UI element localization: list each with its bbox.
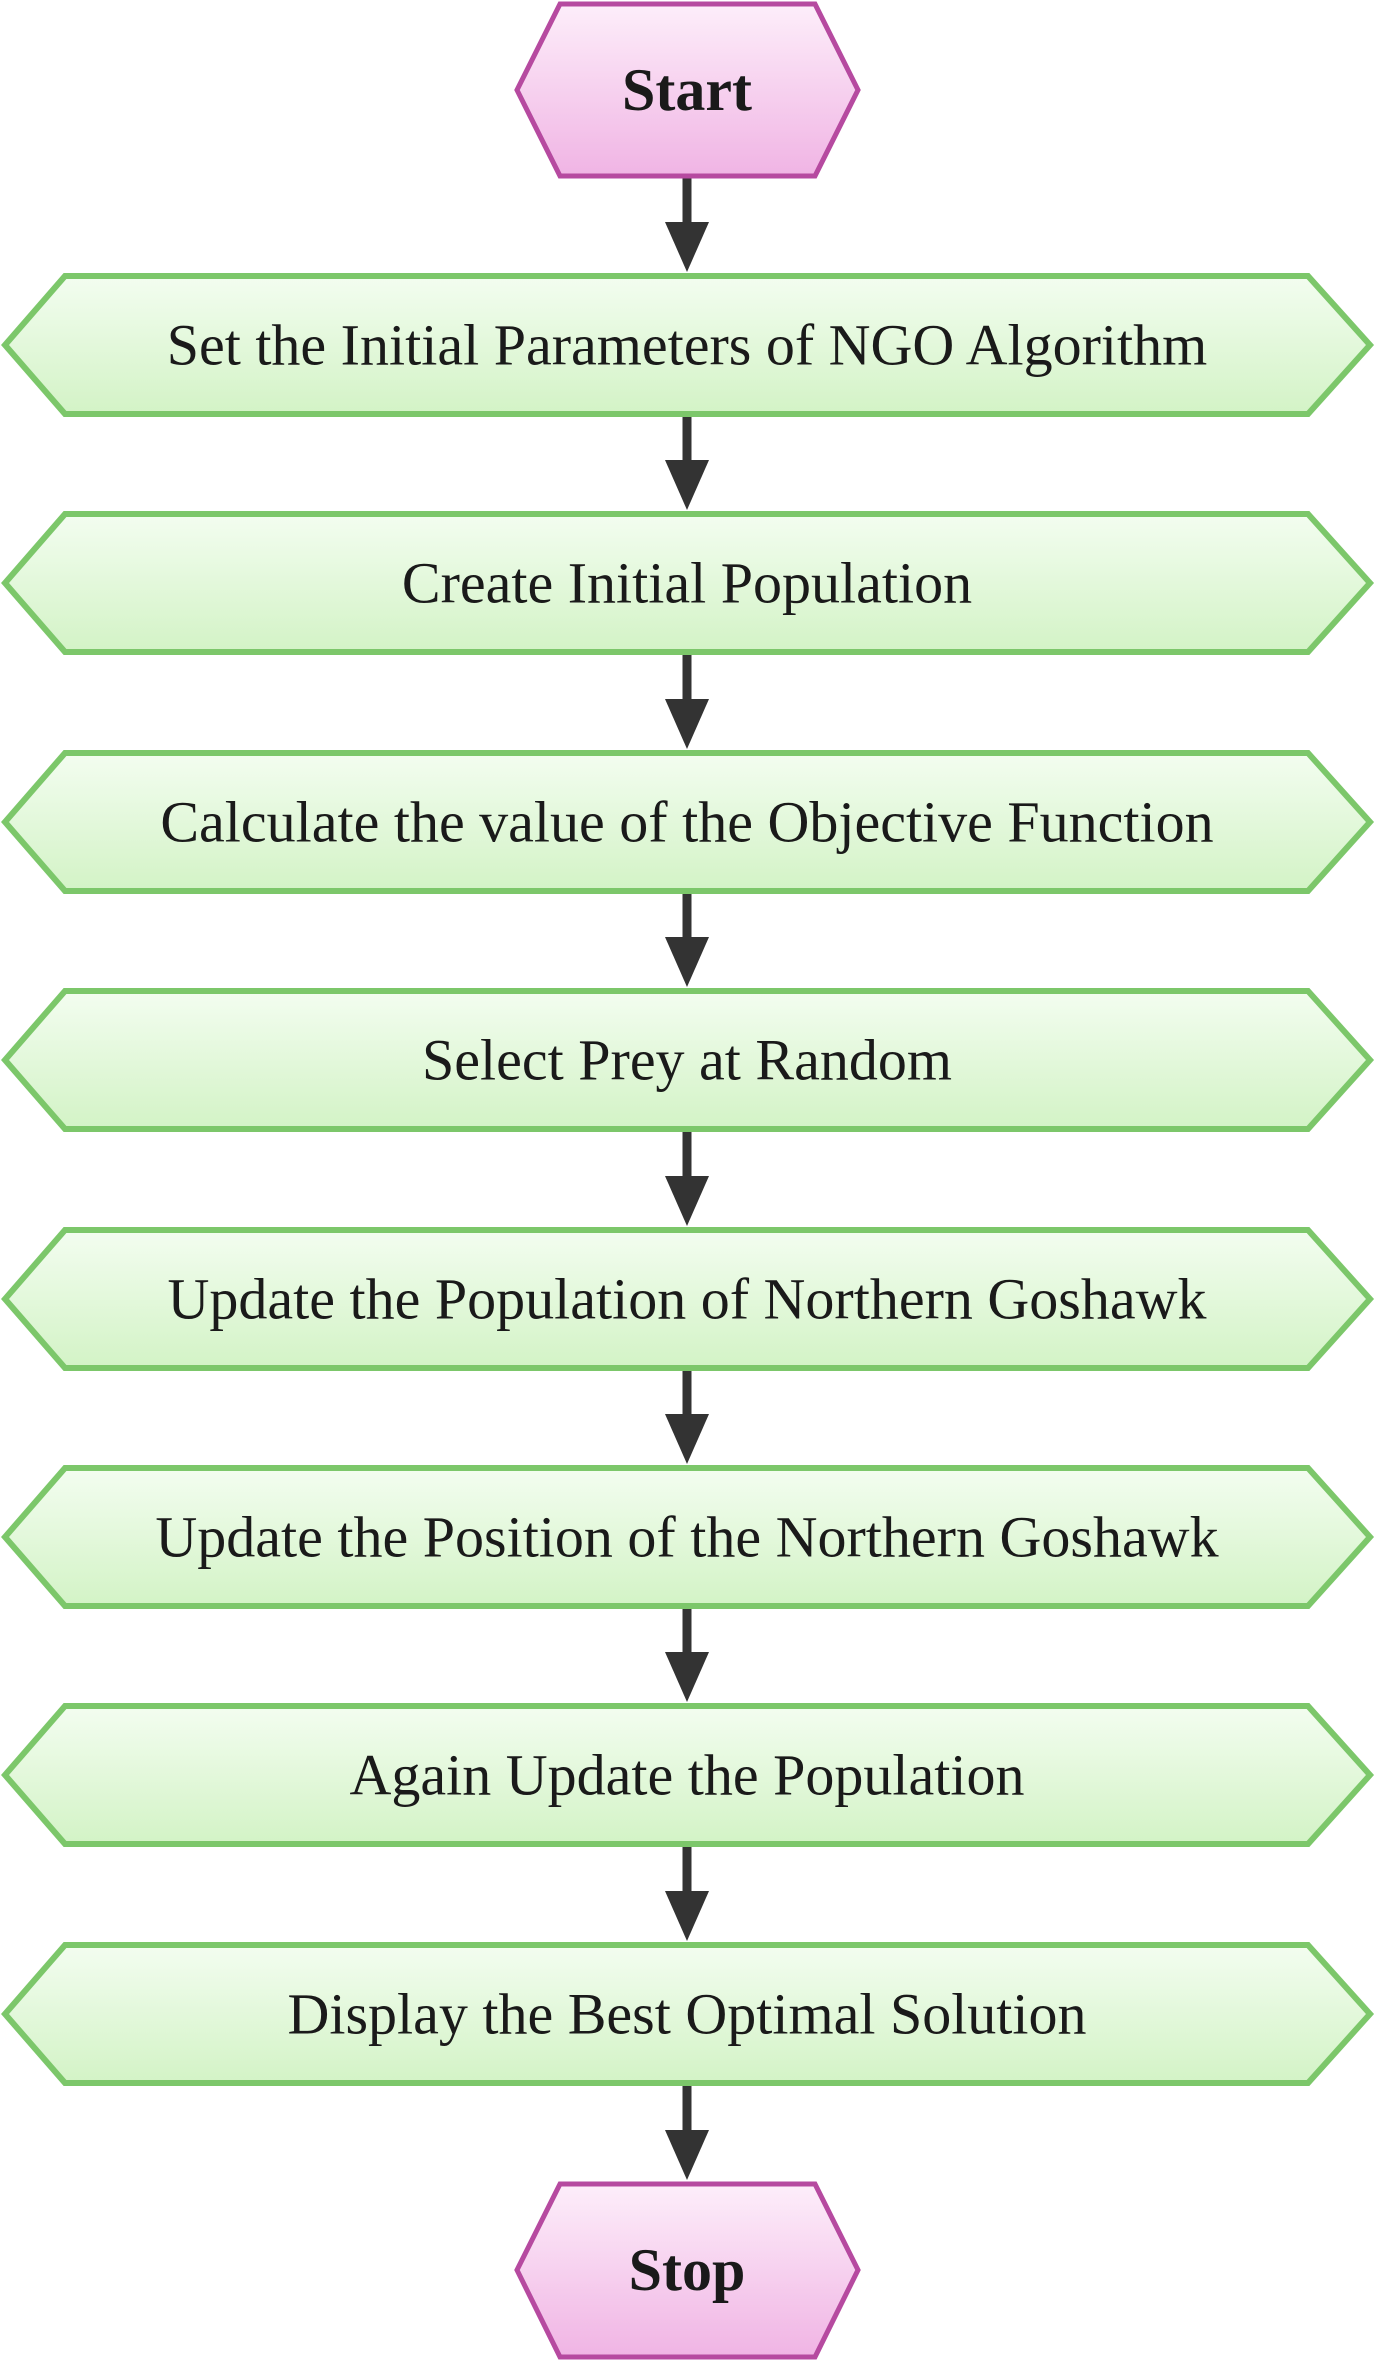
start-node: Start [514,1,861,179]
connectors [665,176,709,2180]
process-step-8: Display the Best Optimal Solution [1,1942,1375,2086]
process-step-3-label: Calculate the value of the Objective Fun… [160,790,1213,855]
process-step-6-label: Update the Position of the Northern Gosh… [155,1505,1218,1570]
process-step-4-shape [1,988,1375,1132]
process-step-3-shape [1,750,1375,894]
process-step-5: Update the Population of Northern Goshaw… [1,1227,1375,1371]
process-step-6-shape [1,1465,1375,1609]
arrow-step-7-to-step-8 [665,1844,709,1941]
process-step-5-shape [1,1227,1375,1371]
process-step-1-shape [1,273,1375,417]
process-step-1: Set the Initial Parameters of NGO Algori… [1,273,1375,417]
process-step-2: Create Initial Population [1,511,1375,655]
arrow-step-5-to-step-6 [665,1368,709,1464]
stop-node-shape [514,2181,861,2360]
arrow-step-2-to-step-3 [665,652,709,749]
process-step-6: Update the Position of the Northern Gosh… [1,1465,1375,1609]
process-step-1-label: Set the Initial Parameters of NGO Algori… [167,313,1208,378]
stop-node-label: Stop [629,2237,746,2303]
process-step-7-shape [1,1703,1375,1847]
process-step-8-shape [1,1942,1375,2086]
arrow-step-8-to-stop [665,2083,709,2180]
start-node-shape [514,1,861,179]
process-step-7-label: Again Update the Population [350,1743,1025,1808]
arrow-step-1-to-step-2 [665,414,709,510]
stop-node: Stop [514,2181,861,2360]
process-step-8-label: Display the Best Optimal Solution [287,1982,1086,2047]
arrow-step-6-to-step-7 [665,1606,709,1702]
arrow-start-to-step-1 [665,176,709,272]
process-step-4: Select Prey at Random [1,988,1375,1132]
process-step-3: Calculate the value of the Objective Fun… [1,750,1375,894]
process-step-4-label: Select Prey at Random [422,1028,952,1093]
process-step-2-label: Create Initial Population [402,551,972,616]
process-step-2-shape [1,511,1375,655]
process-step-5-label: Update the Population of Northern Goshaw… [168,1267,1207,1332]
start-node-label: Start [622,57,752,123]
arrow-step-3-to-step-4 [665,891,709,987]
arrow-step-4-to-step-5 [665,1129,709,1226]
process-step-7: Again Update the Population [1,1703,1375,1847]
